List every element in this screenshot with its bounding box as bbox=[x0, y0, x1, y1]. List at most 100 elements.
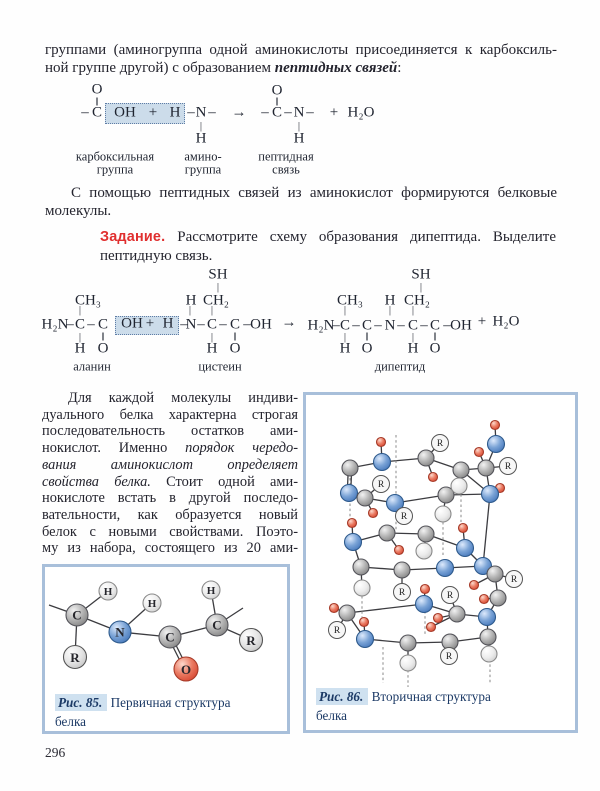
atom-r bbox=[505, 570, 523, 588]
formula-item: O bbox=[361, 340, 373, 357]
atom-label: R bbox=[511, 575, 518, 585]
formula-item: – bbox=[284, 104, 292, 121]
formula-item: H bbox=[162, 315, 174, 332]
formula-item: H₂N bbox=[41, 316, 69, 333]
atom-n bbox=[385, 493, 405, 513]
text-line: молекулы. bbox=[45, 202, 112, 219]
atom-c bbox=[477, 459, 495, 477]
figure-85-caption: Рис. 85. Первичная структура белка bbox=[55, 693, 279, 731]
highlight-box bbox=[115, 316, 179, 335]
formula-item: ‖ bbox=[101, 329, 105, 344]
atom-h bbox=[201, 580, 221, 600]
formula-item: O bbox=[97, 340, 109, 357]
atom-h bbox=[450, 477, 468, 495]
formula-item: | bbox=[78, 331, 82, 343]
formula-item: – bbox=[397, 317, 405, 334]
atom-n bbox=[477, 607, 497, 627]
formula-item: ‖ bbox=[275, 94, 279, 109]
atom-o bbox=[346, 517, 358, 529]
atom-c bbox=[452, 461, 470, 479]
atom-label: H bbox=[207, 585, 216, 597]
formula-item: | bbox=[199, 120, 203, 132]
bond bbox=[346, 603, 425, 614]
formula-item: H bbox=[206, 340, 218, 357]
formula-item: | bbox=[297, 120, 301, 132]
figure-86-caption-line1: Вторичная структура bbox=[371, 689, 491, 704]
atom-c bbox=[338, 604, 356, 622]
formula-item: → bbox=[231, 104, 247, 121]
formula-item: CH₃ bbox=[336, 292, 364, 309]
formula-item: C bbox=[229, 316, 241, 333]
formula-item: C bbox=[97, 316, 109, 333]
formula-item: – bbox=[66, 316, 74, 333]
formula-item: O bbox=[271, 82, 283, 99]
atom-o bbox=[425, 621, 437, 633]
atom-label: R bbox=[378, 480, 385, 490]
text-line: ной группе другой) с образованием пептид… bbox=[45, 59, 402, 76]
formula-item: группа bbox=[96, 162, 134, 177]
formula-item: – bbox=[261, 104, 269, 121]
atom-label: R bbox=[246, 633, 256, 648]
atom-o bbox=[328, 602, 340, 614]
text-line: му из набора, состоящего из 20 ами- bbox=[42, 540, 298, 557]
atom-c bbox=[378, 524, 396, 542]
formula-item: H bbox=[339, 340, 351, 357]
atom-o bbox=[478, 593, 490, 605]
atom-h bbox=[415, 542, 433, 560]
text-line: белок с новыми свойствами. Поэто- bbox=[42, 523, 298, 540]
atom-o bbox=[489, 419, 501, 431]
page-number: 296 bbox=[45, 745, 66, 760]
formula-item: | bbox=[388, 304, 392, 316]
atom-h bbox=[353, 579, 371, 597]
highlight-box bbox=[105, 103, 185, 124]
formula-item: | bbox=[343, 331, 347, 343]
formula-item: | bbox=[216, 281, 220, 293]
formula-item: – bbox=[420, 317, 428, 334]
atom-n bbox=[455, 538, 475, 558]
formula-item: – bbox=[187, 104, 195, 121]
text-line: Для каждой молекулы индиви- bbox=[68, 390, 298, 406]
atom-h bbox=[434, 505, 452, 523]
atom-c bbox=[341, 459, 359, 477]
formula-item: N bbox=[293, 104, 305, 121]
formula-item: H bbox=[169, 104, 181, 121]
atom-n bbox=[473, 556, 493, 576]
formula-item: ‖ bbox=[365, 329, 369, 344]
formula-item: C bbox=[407, 317, 419, 334]
formula-item: | bbox=[188, 304, 192, 316]
atom-label: R bbox=[70, 650, 80, 665]
formula-item: дипептид bbox=[374, 359, 426, 374]
formula-item: карбоксильная bbox=[75, 149, 155, 164]
atom-o bbox=[432, 612, 444, 624]
atom-label: H bbox=[104, 586, 113, 598]
formula-item: + bbox=[148, 104, 158, 121]
atom-r bbox=[62, 644, 88, 670]
formula-item: связь bbox=[272, 162, 300, 177]
formula-item: N bbox=[185, 316, 197, 333]
atom-n bbox=[355, 629, 375, 649]
text-line: нокислот. Именно порядок чередо- bbox=[42, 440, 298, 457]
formula-item: – bbox=[243, 316, 251, 333]
atom-o bbox=[419, 583, 431, 595]
atom-c bbox=[352, 558, 370, 576]
formula-item: – bbox=[332, 317, 340, 334]
formula-item: | bbox=[78, 304, 82, 316]
formula-item: O bbox=[229, 340, 241, 357]
formula-item: H bbox=[384, 292, 396, 309]
atom-label: R bbox=[447, 591, 454, 601]
formula-item: OH bbox=[250, 316, 272, 333]
formula-item: | bbox=[210, 331, 214, 343]
formula-item: амино- bbox=[184, 149, 222, 164]
atom-c bbox=[437, 486, 455, 504]
atom-o bbox=[173, 656, 199, 682]
formula-item: H₂N bbox=[307, 317, 335, 334]
figure-85-label: Рис. 85. bbox=[55, 694, 108, 711]
body-column-paragraph: Для каждой молекулы индиви-дуального бел… bbox=[42, 390, 298, 557]
figure-86-caption-line2: белка bbox=[316, 708, 348, 723]
intro-paragraph: группами (аминогруппа одной аминокислоты… bbox=[45, 42, 557, 77]
formula-item: – bbox=[306, 104, 314, 121]
formula-item: – bbox=[352, 317, 360, 334]
